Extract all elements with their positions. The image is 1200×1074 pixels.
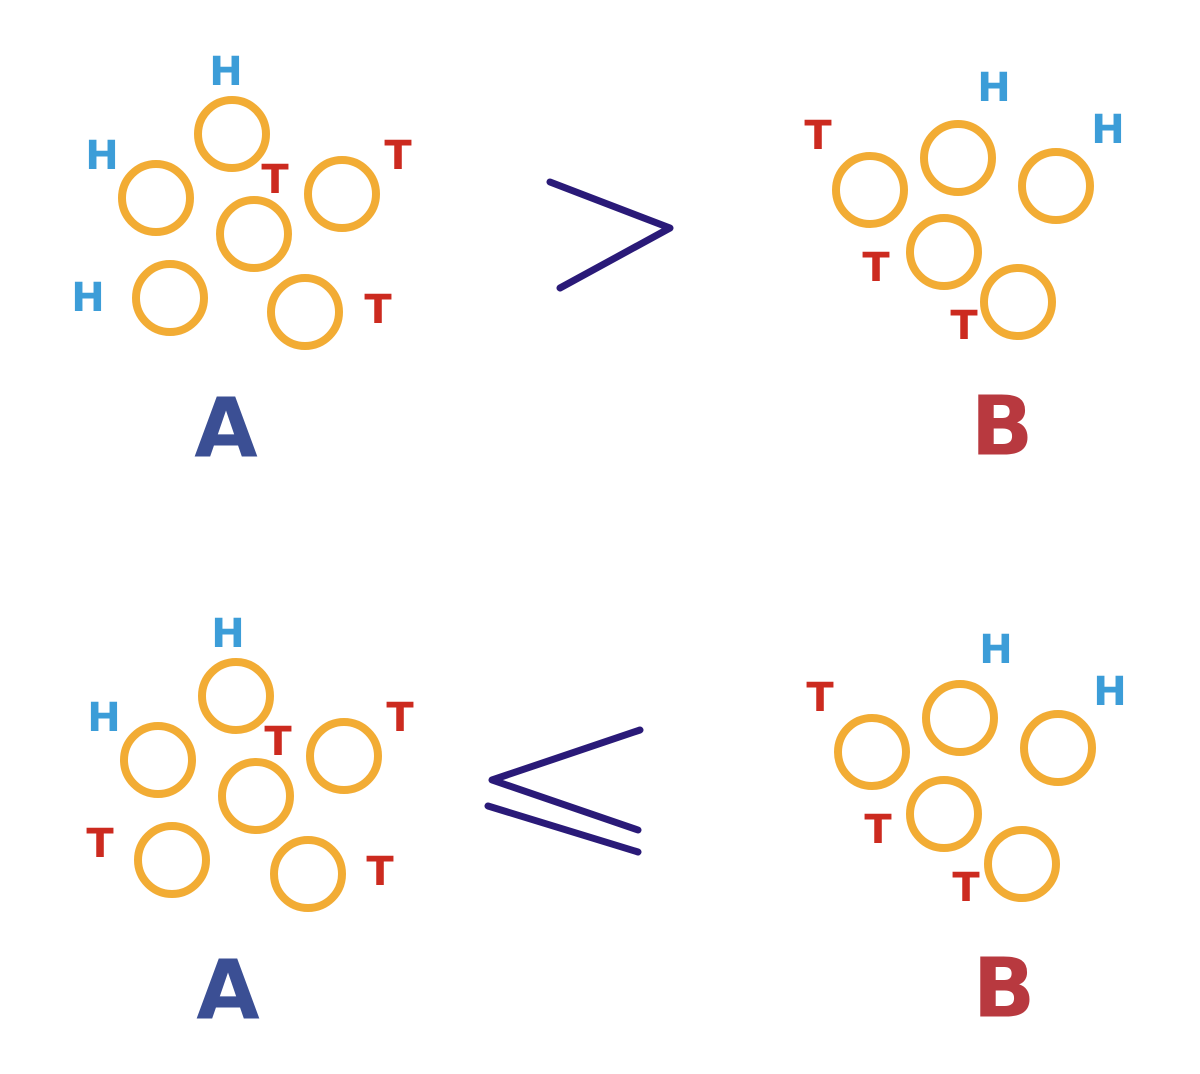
coin-label: T (952, 865, 980, 911)
coin-label: H (211, 611, 244, 657)
less-than-stroke (488, 726, 644, 834)
coin-label: H (85, 133, 118, 179)
row-1: H H T T H T A T H H T T B (71, 49, 1124, 476)
coin-label: T (864, 807, 892, 853)
coin-label: T (804, 113, 832, 159)
coin (120, 722, 196, 798)
set-b-top: T H H T T B (804, 65, 1124, 474)
coin-label: T (264, 719, 292, 765)
coin (198, 658, 274, 734)
coin (832, 152, 908, 228)
coin (132, 260, 208, 336)
coin-label: T (386, 695, 414, 741)
set-label-b: B (973, 941, 1036, 1036)
coin-label: T (950, 303, 978, 349)
coin (906, 776, 982, 852)
coin-label: T (261, 157, 289, 203)
coin (216, 196, 292, 272)
coin (1018, 148, 1094, 224)
coin-label: T (366, 849, 394, 895)
coin (984, 826, 1060, 902)
coin (922, 680, 998, 756)
equal-underline (484, 802, 642, 856)
coin (134, 822, 210, 898)
coin (1020, 710, 1096, 786)
coin-label: H (87, 695, 120, 741)
coin (920, 120, 996, 196)
coin-label: H (977, 65, 1010, 111)
coin-label: T (862, 245, 890, 291)
coin-label: H (71, 275, 104, 321)
coin (980, 264, 1056, 340)
set-label-b: B (971, 379, 1034, 474)
less-than-or-equal-symbol (484, 726, 644, 856)
coin (906, 214, 982, 290)
coin (304, 156, 380, 232)
coin-label: T (384, 133, 412, 179)
coin (270, 836, 346, 912)
coin (306, 718, 382, 794)
coin-label: T (364, 287, 392, 333)
set-a-top: H H T T H T A (71, 49, 412, 476)
coin (834, 714, 910, 790)
coin-label: H (209, 49, 242, 95)
coin-label: T (806, 675, 834, 721)
greater-than-symbol (546, 178, 674, 292)
coin (218, 758, 294, 834)
coin (267, 274, 343, 350)
set-a-bottom: H H T T T T A (86, 611, 414, 1038)
set-label-a: A (196, 943, 260, 1038)
coin-label: H (979, 627, 1012, 673)
coin-label: T (86, 821, 114, 867)
coin-label: H (1091, 107, 1124, 153)
coin (118, 160, 194, 236)
set-b-bottom: T H H T T B (806, 627, 1126, 1036)
set-label-a: A (194, 381, 258, 476)
coin-label: H (1093, 669, 1126, 715)
row-2: H H T T T T A T H H T T B (86, 611, 1126, 1038)
coin (194, 96, 270, 172)
